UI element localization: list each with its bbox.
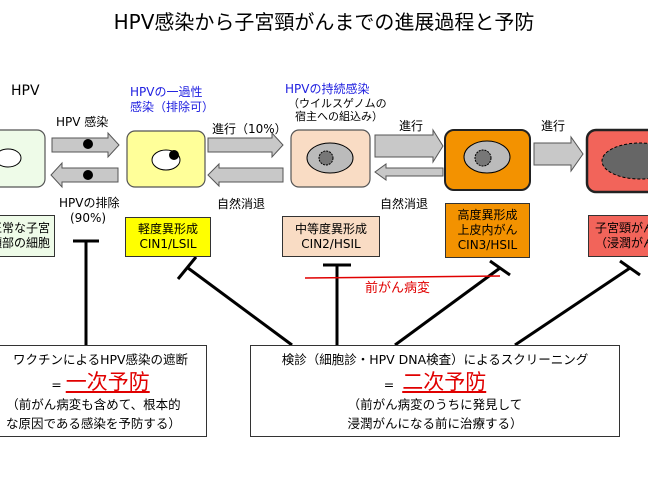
secondary-prevention-box: 検診（細胞診・HPV DNA検査）によるスクリーニング = 二次予防 （前がん病… xyxy=(250,345,620,437)
progress-label-2: 進行 xyxy=(399,119,424,133)
precancer-label: 前がん病変 xyxy=(365,281,431,296)
secondary-prevention-title: 二次予防 xyxy=(402,370,487,394)
clearance-label: HPVの排除 xyxy=(59,196,120,210)
persistent-infection-title: HPVの持続感染 xyxy=(285,82,370,96)
precancer-line xyxy=(304,275,501,279)
cin1-line2: CIN1/LSIL xyxy=(139,237,197,251)
normal-line1: 正常な子宮 xyxy=(0,221,50,235)
cancer-nucleus xyxy=(601,142,648,180)
cancer-line1: 子宮頸がん xyxy=(595,221,648,235)
progress-10-label: 進行（10%） xyxy=(212,122,287,136)
regression-label-2: 自然消退 xyxy=(380,197,429,211)
secondary-line3: （前がん病変のうちに発見して xyxy=(347,397,523,412)
primary-line4: な原因である感染を予防する） xyxy=(6,416,181,431)
secondary-line1: 検診（細胞診・HPV DNA検査）によるスクリーニング xyxy=(281,352,589,367)
cancer-line2: （浸潤がん） xyxy=(595,236,648,250)
clearance-percent: (90%) xyxy=(70,211,107,225)
secondary-line4: 浸潤がんになる前に治療する） xyxy=(347,416,523,431)
arrow-regression-1 xyxy=(207,162,284,188)
normal-cell xyxy=(0,129,46,188)
cin3-line2: 上皮内がん xyxy=(457,223,518,237)
primary-line1: ワクチンによるHPV感染の遮断 xyxy=(12,352,189,367)
infection-arrow-label: HPV 感染 xyxy=(56,115,109,129)
persistent-infection-note1: （ウイルスゲノムの xyxy=(288,97,387,110)
transient-infection-title: HPVの一過性 xyxy=(130,85,203,99)
progress-label-3: 進行 xyxy=(541,119,566,133)
hpv-virus-icon xyxy=(169,150,179,160)
regression-label-1: 自然消退 xyxy=(217,197,266,211)
cin2-line1: 中等度異形成 xyxy=(294,221,367,236)
transient-infection-sub: 感染（排除可） xyxy=(130,100,215,114)
normal-line2: 頸部の細胞 xyxy=(0,236,50,250)
normal-cell-label: 正常な子宮 頸部の細胞 xyxy=(0,215,55,257)
hpv-label: HPV xyxy=(11,83,40,99)
cin3-line1: 高度異形成 xyxy=(457,208,518,222)
cin2-line2: CIN2/HSIL xyxy=(301,236,361,251)
primary-prevention-box: ワクチンによるHPV感染の遮断 = 一次予防 （前がん病変も含めて、根本的 な原… xyxy=(0,345,207,437)
cin1-line1: 軽度異形成 xyxy=(137,222,198,236)
normal-nucleus xyxy=(0,148,22,168)
integrated-nucleus-icon xyxy=(318,150,334,166)
cancer-label: 子宮頸がん （浸潤がん） xyxy=(588,215,648,257)
cin3-line3: CIN3/HSIL xyxy=(457,238,518,252)
primary-eq: = xyxy=(51,377,62,392)
secondary-eq: = xyxy=(383,377,395,392)
primary-prevention-title: 一次予防 xyxy=(65,370,150,394)
page-title: HPV感染から子宮頸がんまでの進展過程と予防 xyxy=(113,10,535,34)
arrow-progress-3 xyxy=(533,135,584,173)
cin3-label: 高度異形成 上皮内がん CIN3/HSIL xyxy=(445,203,530,258)
primary-line3: （前がん病変も含めて、根本的 xyxy=(6,397,181,412)
arrow-progress-1 xyxy=(207,131,284,159)
arrow-regression-2 xyxy=(374,163,444,181)
cin1-label: 軽度異形成 CIN1/LSIL xyxy=(125,217,211,257)
persistent-infection-note2: 宿主への組込み） xyxy=(295,110,383,123)
arrow-progress-2 xyxy=(374,128,444,164)
cin2-label: 中等度異形成 CIN2/HSIL xyxy=(282,216,380,257)
